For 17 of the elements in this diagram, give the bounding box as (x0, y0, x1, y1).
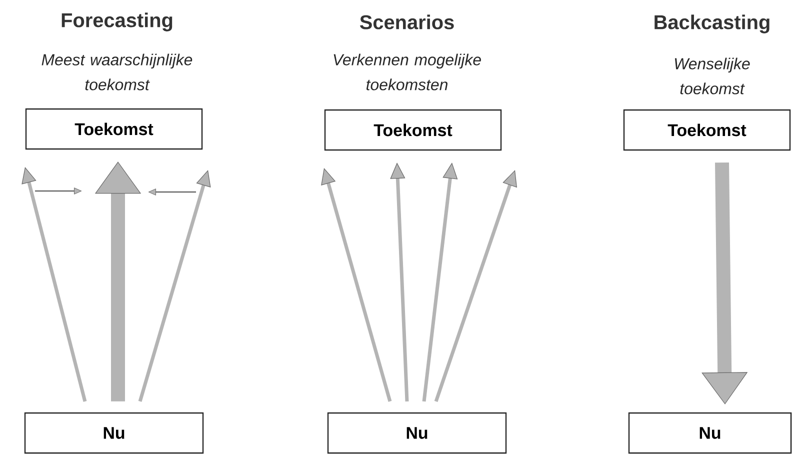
arrow (22, 167, 87, 402)
time-box: Nu (628, 412, 792, 454)
time-box: Toekomst (623, 109, 791, 151)
column-subtitle: Verkennen mogelijke toekomsten (334, 54, 481, 90)
column-subtitle: Meest waarschijnlijke toekomst (42, 54, 192, 90)
time-box: Nu (327, 412, 507, 454)
column-title: Scenarios (360, 14, 454, 30)
time-box: Toekomst (25, 108, 203, 150)
column-title: Forecasting (62, 12, 172, 32)
arrow (702, 162, 748, 404)
column-subtitle: Wenselijke toekomst (674, 58, 750, 94)
column-title: Backcasting (654, 14, 770, 34)
arrow (138, 170, 211, 402)
time-box: Nu (24, 412, 204, 454)
arrow (434, 170, 517, 402)
arrow (321, 168, 392, 402)
time-box: Toekomst (324, 109, 502, 151)
